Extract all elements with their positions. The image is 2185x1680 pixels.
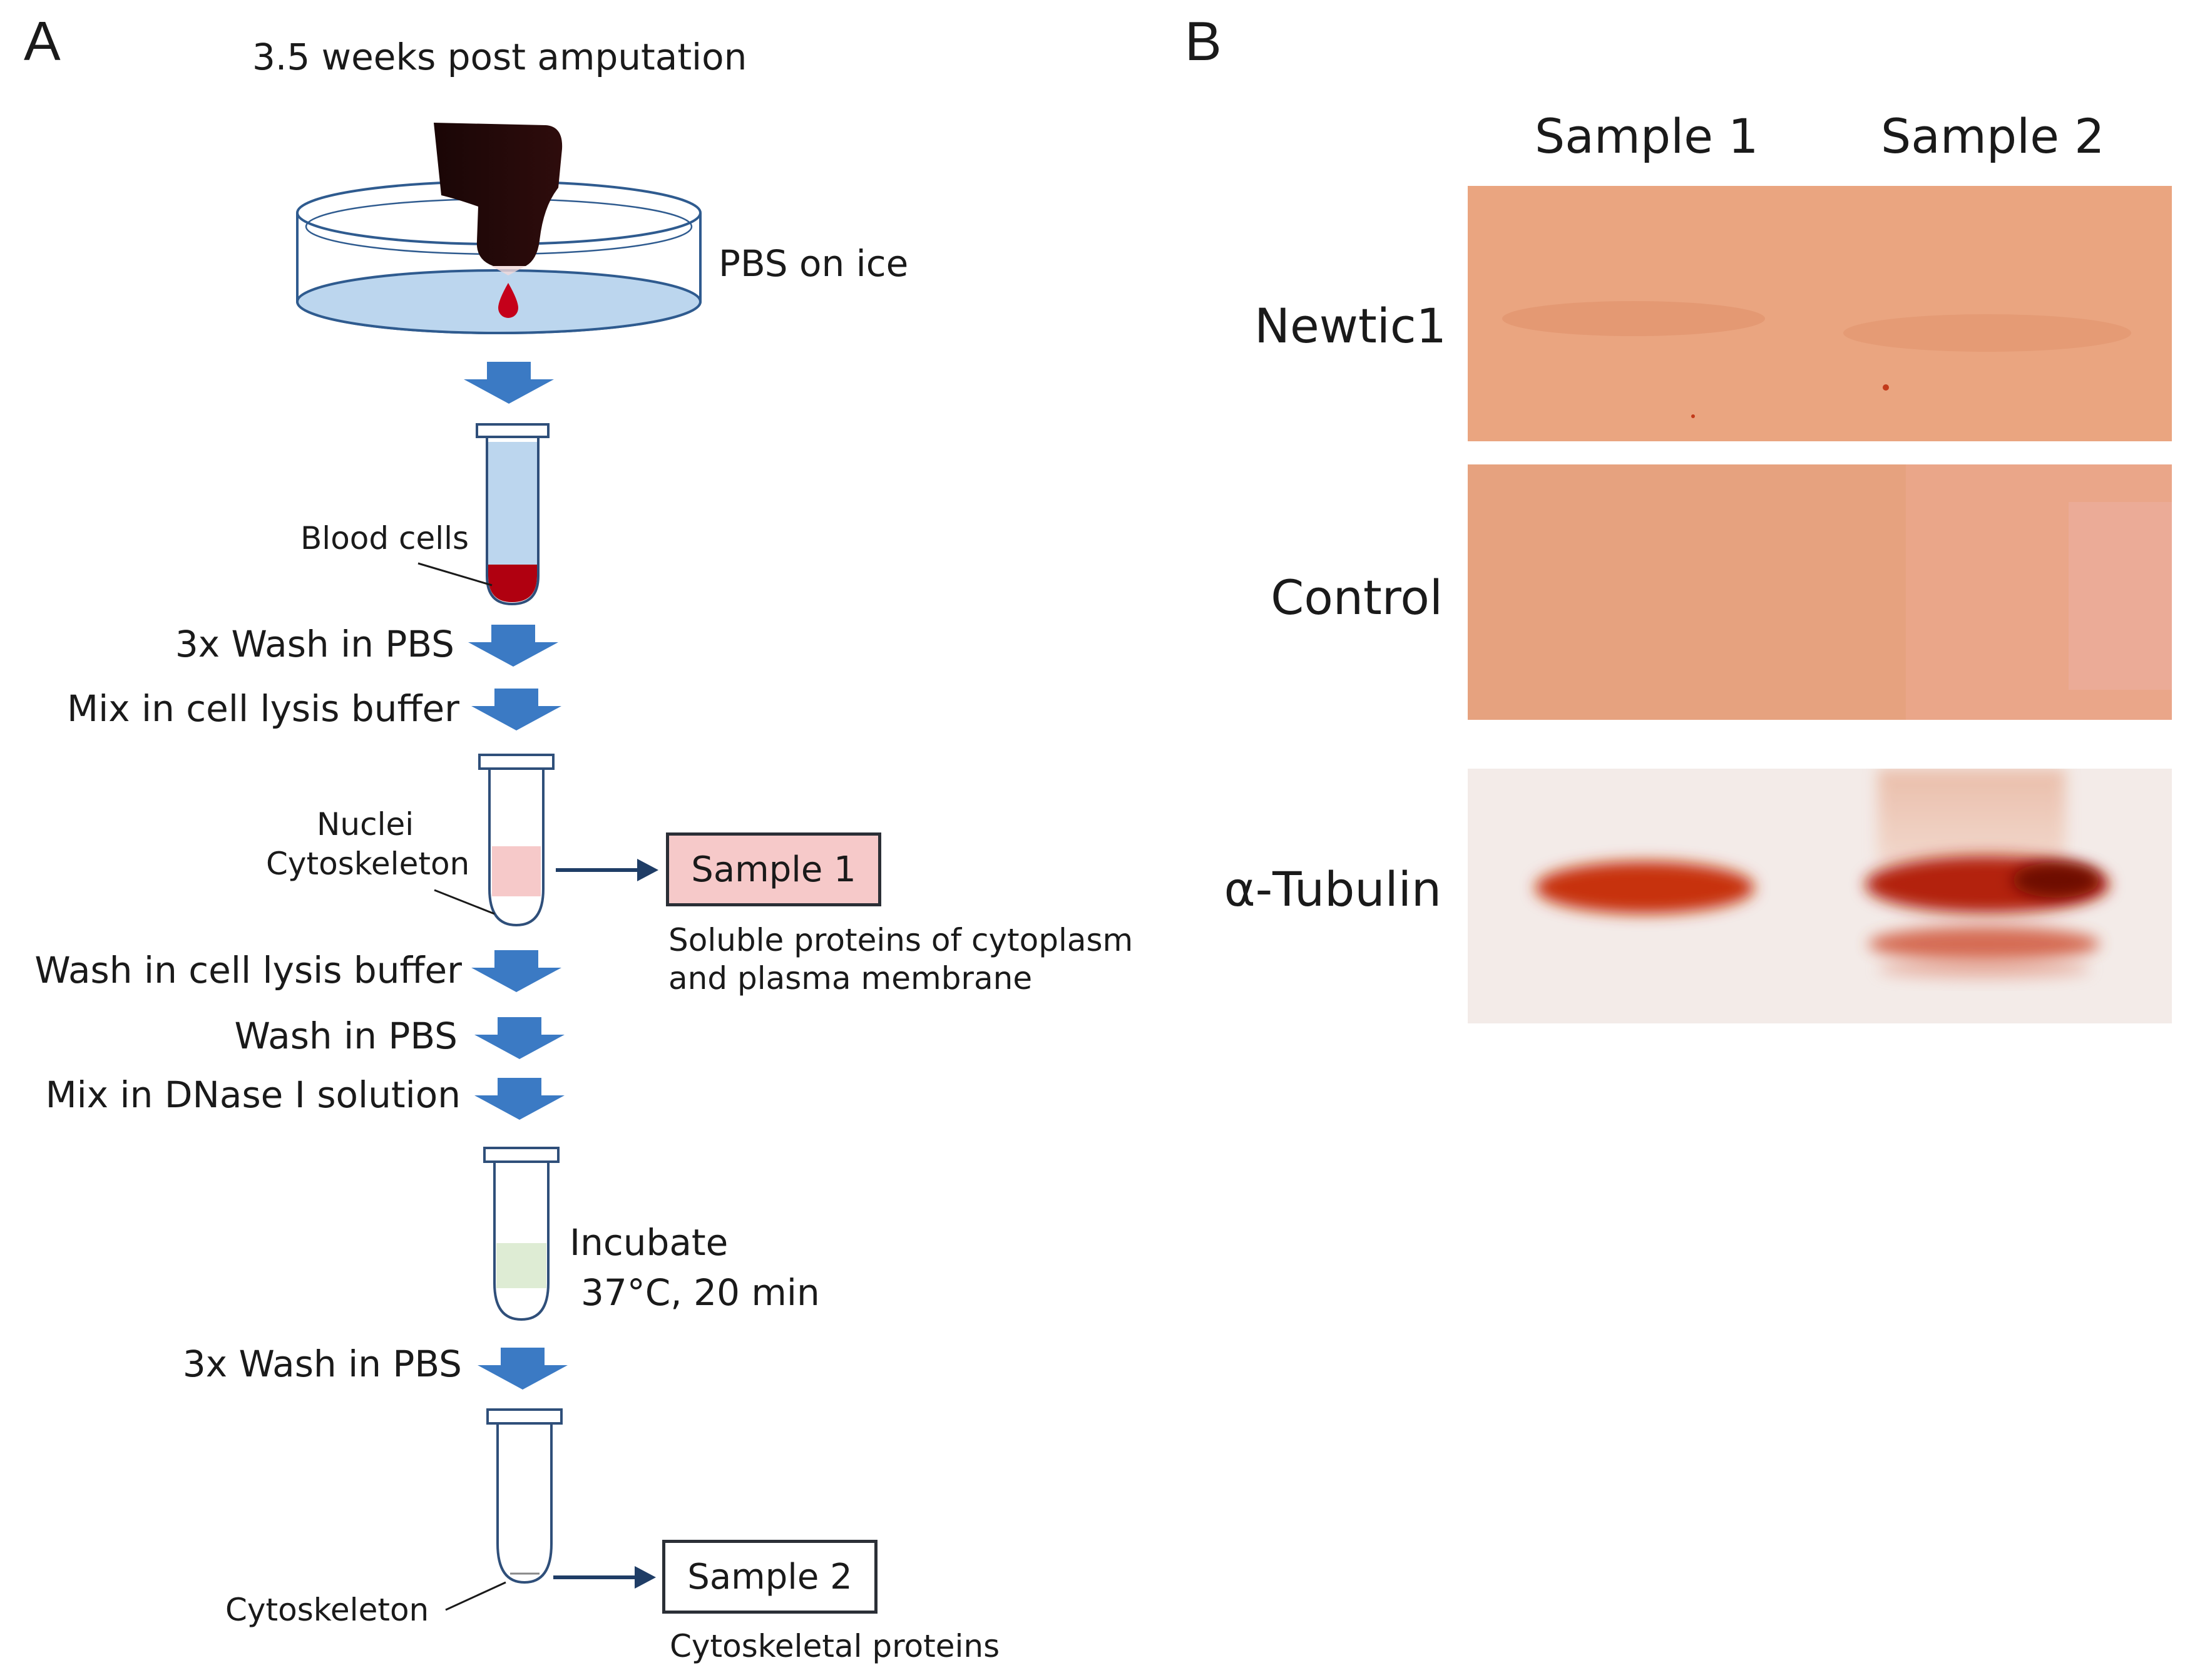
tube-blood-cells-icon xyxy=(417,423,550,606)
sample1-desc-line1: Soluble proteins of cytoplasm xyxy=(668,922,1133,958)
row-label-tubulin: α-Tubulin xyxy=(1224,861,1441,917)
blot-tubulin xyxy=(1468,769,2172,1023)
pbs-on-ice-label: PBS on ice xyxy=(719,242,909,285)
sample1-box: Sample 1 xyxy=(666,832,881,906)
flow-arrow-5 xyxy=(474,1017,565,1059)
flow-arrows xyxy=(464,362,568,1390)
flow-arrow-4 xyxy=(471,950,561,992)
blot-control xyxy=(1468,464,2172,720)
flow-arrow-6 xyxy=(474,1078,565,1120)
panel-b-letter: B xyxy=(1185,10,1222,72)
blood-drop-icon xyxy=(498,283,518,318)
tube-nuclei-cytoskeleton-icon xyxy=(434,754,555,927)
row-label-newtic1: Newtic1 xyxy=(1254,298,1446,354)
sample1-desc-line2: and plasma membrane xyxy=(668,960,1033,996)
petri-dish-icon xyxy=(296,180,702,334)
incubate-conditions-label: 37°C, 20 min xyxy=(581,1271,820,1314)
row-label-control: Control xyxy=(1271,570,1443,625)
sample2-box: Sample 2 xyxy=(662,1540,878,1614)
nuclei-label: Nuclei xyxy=(317,806,414,843)
sample2-desc: Cytoskeletal proteins xyxy=(670,1628,1000,1664)
flow-arrow-1 xyxy=(464,362,554,404)
panel-a-letter: A xyxy=(24,10,61,72)
step-wash-pbs: Wash in PBS xyxy=(234,1015,458,1057)
step-wash-pbs-3x: 3x Wash in PBS xyxy=(175,623,454,665)
step-wash-lysis-buffer: Wash in cell lysis buffer xyxy=(34,949,462,991)
incubate-label: Incubate xyxy=(570,1221,729,1264)
sample2-box-label: Sample 2 xyxy=(687,1556,852,1597)
blood-cells-label: Blood cells xyxy=(300,520,469,556)
sample-arrows xyxy=(553,859,658,1589)
amputated-limb-icon xyxy=(434,123,563,275)
tubulin-band-sample1 xyxy=(1535,861,1754,914)
flow-arrow-2 xyxy=(468,625,558,667)
tube-cytoskeleton-icon xyxy=(445,1408,563,1611)
step-mix-lysis-buffer: Mix in cell lysis buffer xyxy=(67,687,459,730)
flow-arrow-7 xyxy=(478,1348,568,1390)
lane-label-sample1: Sample 1 xyxy=(1535,108,1759,164)
cytoskeleton-final-label: Cytoskeleton xyxy=(225,1592,429,1628)
flow-arrow-3 xyxy=(471,689,561,730)
step-wash-pbs-3x-final: 3x Wash in PBS xyxy=(182,1343,462,1385)
newtic1-faint-band-sample1 xyxy=(1502,301,1765,336)
panel-a-title: 3.5 weeks post amputation xyxy=(252,36,747,78)
sample1-box-label: Sample 1 xyxy=(691,849,856,890)
tube-incubation-icon xyxy=(483,1147,560,1321)
blot-newtic1 xyxy=(1468,186,2172,441)
step-mix-dnase: Mix in DNase I solution xyxy=(45,1073,461,1116)
cytoskeleton-label: Cytoskeleton xyxy=(266,846,470,882)
tubulin-lower-band-sample2 xyxy=(1868,926,2100,961)
newtic1-faint-band-sample2 xyxy=(1843,314,2131,352)
lane-label-sample2: Sample 2 xyxy=(1881,108,2105,164)
